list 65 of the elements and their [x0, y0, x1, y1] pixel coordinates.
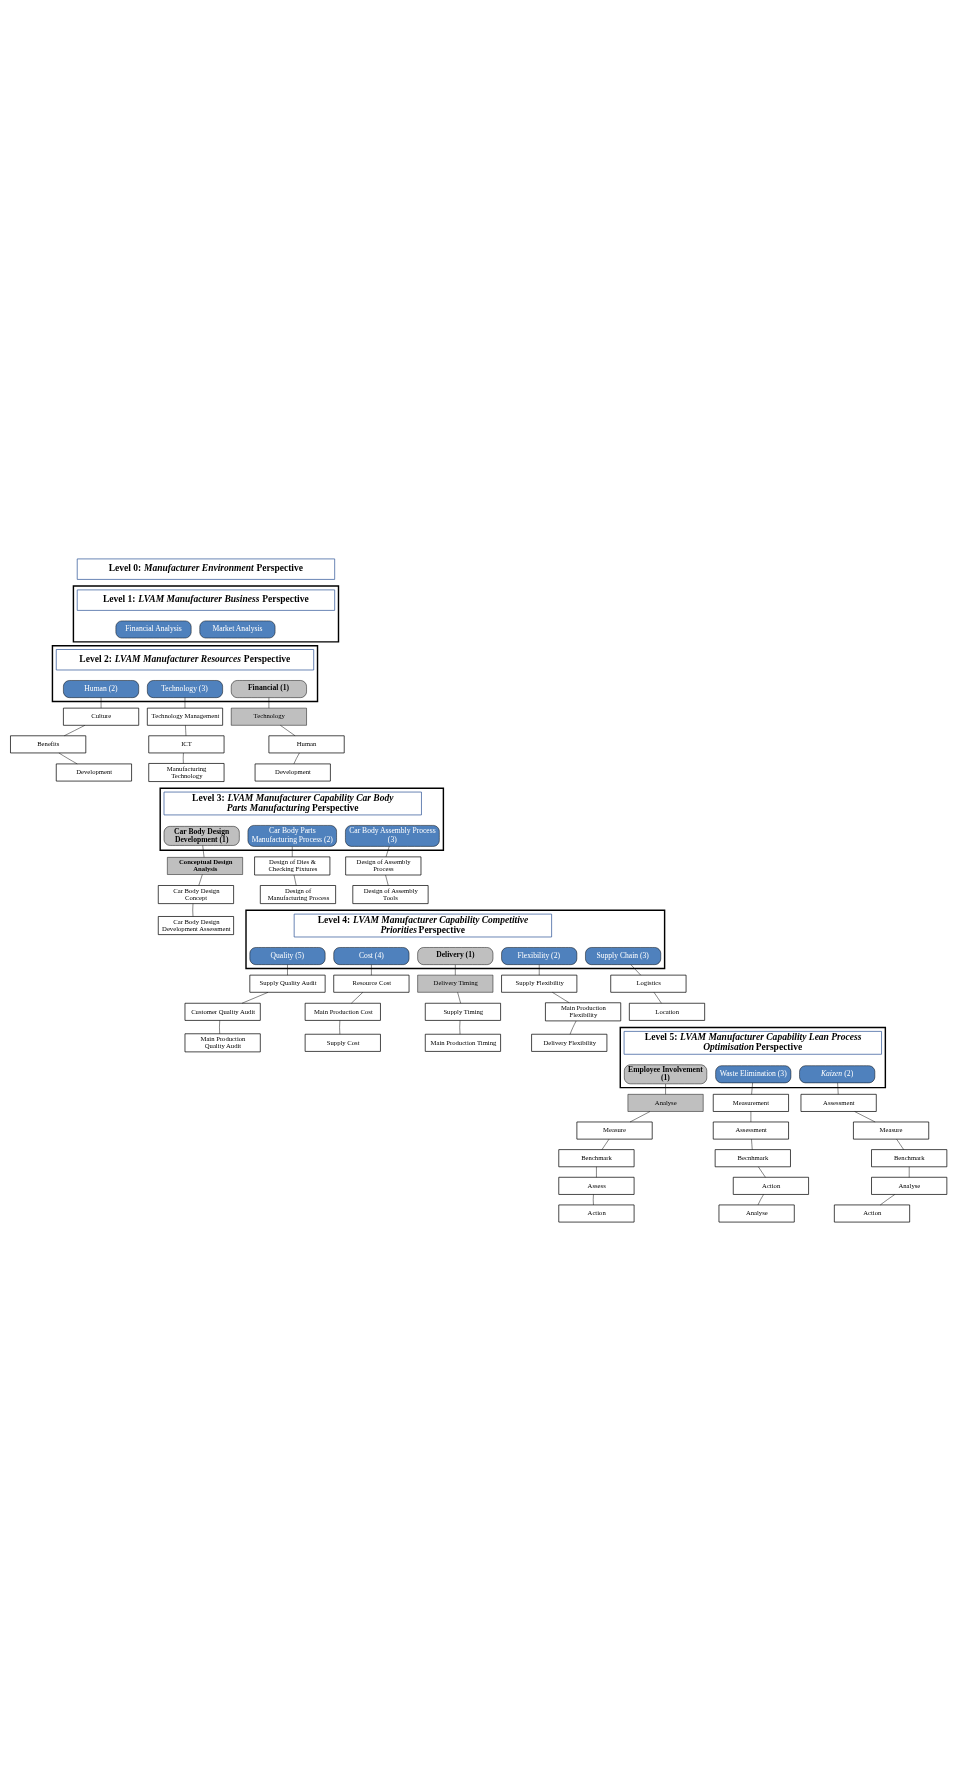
connector	[630, 963, 641, 975]
node-box: Employee Involvement (1)	[624, 1064, 708, 1084]
node-box: Level 1: LVAM Manufacturer Business Perspective	[76, 589, 336, 611]
node-box: Quality (5)	[249, 946, 326, 965]
connector	[601, 1138, 610, 1150]
node-box: Level 0: Manufacturer Environment Perspective	[76, 558, 336, 580]
connector	[198, 873, 203, 886]
connector	[58, 752, 78, 764]
cluster	[72, 584, 340, 643]
connector	[287, 963, 288, 975]
connector	[592, 1193, 594, 1205]
connector	[385, 874, 389, 886]
node-box: Car Body Design Development (1)	[163, 825, 240, 846]
connector	[184, 696, 186, 708]
connector	[292, 845, 293, 857]
connector	[100, 696, 102, 708]
connector	[219, 1019, 220, 1034]
connector	[896, 1138, 904, 1150]
node-box: Car Body Assembly Process (3)	[345, 824, 440, 847]
connector	[751, 1082, 753, 1094]
node-box: Delivery (1)	[417, 946, 494, 965]
connector	[192, 903, 194, 917]
cluster	[619, 1026, 887, 1088]
connector	[339, 1019, 341, 1034]
connector	[750, 1110, 752, 1122]
node-box: Supply Chain (3)	[585, 946, 662, 965]
node-box: Cost (4)	[333, 946, 410, 965]
connector	[854, 1110, 876, 1122]
connector	[455, 963, 456, 975]
connector	[880, 1193, 896, 1205]
node-box: Level 4: LVAM Manufacturer Capability Competitive Priorities Perspective	[293, 913, 552, 937]
connector	[539, 963, 540, 975]
connector	[751, 1138, 753, 1150]
node-box: Flexibility (2)	[501, 946, 578, 965]
connector	[665, 1083, 666, 1094]
connector	[182, 752, 184, 764]
node-box: Level 5: LVAM Manufacturer Capability Lean Process Optimisation Perspective	[623, 1030, 882, 1055]
node-box: Financial (1)	[231, 679, 307, 698]
node-box: Car Body Parts Manufacturing Process (2)	[247, 824, 337, 847]
connector	[268, 696, 270, 708]
connector	[241, 991, 269, 1003]
connector	[757, 1193, 764, 1205]
connector	[63, 724, 86, 736]
node-box: Technology (3)	[147, 679, 223, 698]
node-box: Level 2: LVAM Manufacturer Resources Perspective	[55, 648, 315, 670]
cluster	[51, 644, 319, 702]
connector	[185, 724, 187, 736]
node-box: Waste Elimination (3)	[715, 1064, 792, 1083]
connector	[629, 1110, 651, 1122]
cluster	[245, 909, 666, 969]
node-box: Human (2)	[63, 679, 139, 698]
cluster	[159, 787, 445, 851]
connector	[280, 724, 296, 736]
node-box: Financial Analysis	[115, 620, 192, 638]
connector	[371, 963, 372, 975]
node-box: Kaizen (2)	[799, 1064, 876, 1083]
node-box: Level 3: LVAM Manufacturer Capability Car Body Parts Manufacturing Perspective	[163, 791, 422, 815]
connector	[385, 845, 390, 857]
node-box: Market Analysis	[199, 620, 276, 638]
connector	[202, 844, 205, 857]
connector	[459, 1019, 461, 1034]
connector	[837, 1082, 839, 1094]
connector	[293, 874, 297, 886]
connector	[351, 991, 364, 1003]
connector	[552, 991, 570, 1003]
